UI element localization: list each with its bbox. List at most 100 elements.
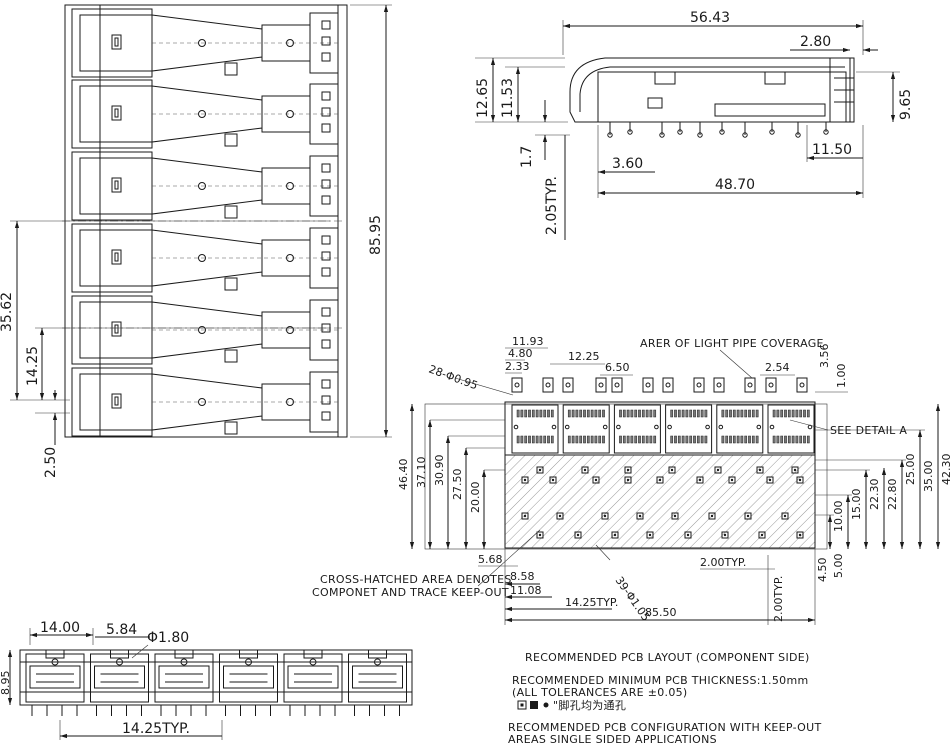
dim-8-95: 8.95: [0, 671, 12, 696]
pcb-cell-outline: [767, 404, 815, 454]
smt-pad: [736, 435, 740, 444]
thru-hole: [710, 514, 714, 518]
pcb-small-hole: [616, 424, 621, 430]
thru-hole: [798, 478, 802, 482]
smt-pad: [674, 435, 677, 444]
smt-pad: [619, 409, 622, 418]
label-keepout-1: CROSS-HATCHED AREA DENOTES: [320, 573, 512, 586]
thru-hole-pad: [766, 476, 774, 484]
smt-pad: [725, 409, 729, 418]
label-keepout-2: COMPONET AND TRACE KEEP-OUT: [312, 586, 509, 599]
smt-pad: [594, 409, 598, 418]
smt-pad: [543, 409, 547, 418]
smt-pad: [520, 435, 524, 444]
dim-12-65: 12.65: [475, 78, 491, 118]
smt-pad: [677, 435, 681, 444]
smt-pad: [689, 409, 693, 418]
mount-hole: [198, 254, 206, 262]
latch-window: [111, 249, 122, 265]
front-port-hole: [51, 658, 59, 666]
smt-pad: [528, 435, 531, 444]
thru-hole-pad: [791, 466, 799, 474]
thru-hole: [793, 468, 797, 472]
smt-pad: [681, 409, 685, 418]
dim-20-00: 20.00: [469, 482, 482, 514]
smt-pad: [784, 435, 787, 444]
side-view-body: [569, 57, 851, 123]
smt-pad: [784, 409, 787, 418]
dim-1-00: 1.00: [835, 364, 848, 389]
dim-11-53: 11.53: [500, 78, 516, 118]
pcb-cell-outline: [613, 404, 661, 454]
top-module: [71, 151, 339, 221]
dim-2-80: 2.80: [800, 34, 831, 50]
latch-window: [111, 321, 122, 337]
dim-phi-1-80: Φ1.80: [147, 630, 189, 646]
smt-pad: [744, 409, 748, 418]
thru-hole-pad: [708, 512, 716, 520]
front-port-hole: [374, 658, 381, 666]
thru-hole-pad: [601, 512, 609, 520]
thru-hole: [758, 468, 762, 472]
front-port-hole: [309, 658, 317, 666]
thru-hole-pad: [721, 531, 729, 539]
thru-hole-pad: [636, 512, 644, 520]
smt-pad: [653, 435, 657, 444]
pcb-cells: [511, 404, 815, 454]
smt-pad: [736, 409, 740, 418]
module-cage-inner: [79, 14, 153, 72]
thru-hole-pad: [624, 476, 632, 484]
thru-hole: [783, 514, 787, 518]
dim-2-50: 2.50: [43, 447, 59, 478]
front-port: [90, 649, 149, 716]
top-module: [71, 295, 339, 365]
front-port-opening: [287, 665, 339, 689]
top-view: 85.95 35.62 14.25 2.50: [0, 4, 392, 478]
smt-pad: [806, 435, 810, 444]
light-pipe-hole: [716, 382, 722, 388]
dim-4-50: 4.50: [816, 558, 829, 583]
smt-pad: [740, 409, 744, 418]
note-through-hole-text: "脚孔均为通孔: [553, 698, 626, 712]
thru-hole: [551, 478, 555, 482]
note-thickness: RECOMMENDED MINIMUM PCB THICKNESS:1.50mm: [512, 674, 808, 687]
thru-hole: [768, 478, 772, 482]
latch-slot: [114, 108, 119, 118]
front-port-outline: [154, 653, 214, 703]
mount-hole: [198, 39, 206, 47]
smt-pad: [575, 409, 579, 418]
front-port-opening: [29, 665, 81, 689]
dim-22-80: 22.80: [886, 479, 899, 511]
thru-hole: [730, 478, 734, 482]
clip-tab: [224, 277, 238, 291]
side-pin-tip: [677, 129, 683, 135]
note-tolerance: (ALL TOLERANCES ARE ±0.05): [512, 686, 688, 699]
rear-pin: [321, 163, 331, 173]
rear-pin: [321, 107, 331, 117]
light-pipe-pad: [642, 377, 654, 393]
smt-pad: [740, 435, 744, 444]
smt-pad: [567, 435, 571, 444]
front-port-outline: [25, 653, 85, 703]
thru-hole: [538, 468, 542, 472]
keep-out-area: [504, 454, 816, 549]
thru-hole-pad: [781, 512, 789, 520]
front-modules: [25, 649, 407, 716]
side-pin-tip: [659, 132, 665, 138]
clip-tab: [224, 349, 238, 363]
module-cage-inner: [79, 373, 153, 431]
dim-5-00: 5.00: [832, 554, 845, 579]
rear-pin: [321, 20, 331, 30]
smt-pad: [634, 409, 638, 418]
thru-hole-pad: [574, 531, 582, 539]
smt-pad: [732, 409, 736, 418]
latch-slot: [114, 396, 119, 406]
side-view: 56.43 2.80 12.65 11.53 9.65 1.7 2.05TYP.…: [475, 10, 914, 240]
rear-pin: [321, 267, 331, 277]
dim-8-58: 8.58: [510, 570, 535, 583]
light-pipe-pad: [796, 377, 808, 393]
top-module: [71, 223, 339, 293]
smt-pad: [803, 435, 806, 444]
smt-pad: [524, 435, 528, 444]
